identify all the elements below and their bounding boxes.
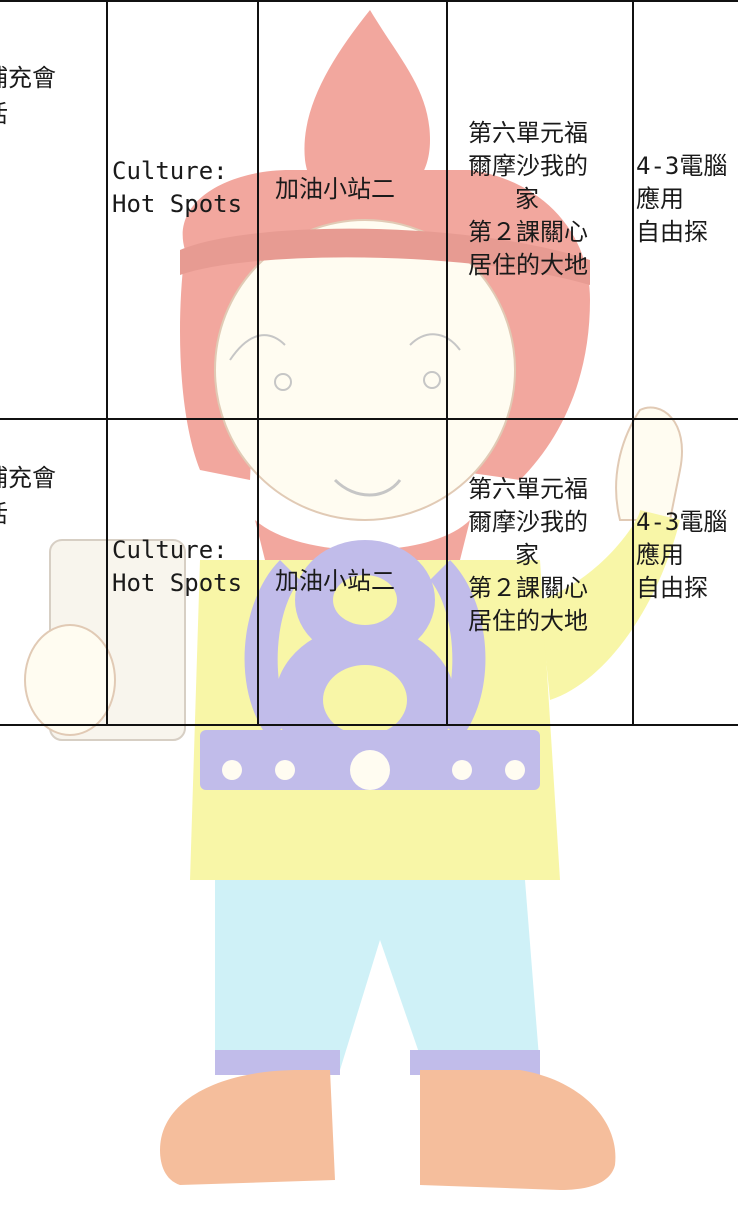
face-shape [214,219,516,521]
left-hand [24,624,116,736]
schedule-table: 補充會 活 Culture: Hot Spots 加油小站二 第六單元福 爾摩沙… [0,0,738,726]
table-cell-chinese: 加油小站二 [275,175,395,203]
right-shoe [420,1070,616,1190]
table-cell-english: Culture: Hot Spots [112,536,243,597]
left-eye [274,373,292,391]
table-cell-activity: 補充會 活 [0,64,56,128]
left-eyebrow [229,334,286,361]
table-cell-activity: 補充會 活 [0,464,56,528]
hat-flame-shape [304,10,430,207]
column-divider [257,0,259,726]
right-arm [540,510,680,700]
table-cell-chinese: 加油小站二 [275,567,395,595]
table-cell-social: 第六單元福 爾摩沙我的 家 第２課關心 居住的大地 [468,119,588,279]
left-shoe [160,1070,335,1185]
pants [215,880,540,1070]
table-cell-computer: 4-3電腦 應用 自由探 [636,508,728,602]
column-divider [106,0,108,726]
table-cell-social: 第六單元福 爾摩沙我的 家 第２課關心 居住的大地 [468,475,588,635]
row-border-bottom [0,724,738,726]
row-border-middle [0,418,738,420]
row-border-top [0,0,738,2]
column-divider [632,0,634,726]
mouth [333,478,402,497]
column-divider [446,0,448,726]
table-cell-computer: 4-3電腦 應用 自由探 [636,152,728,246]
headband [180,228,590,285]
table-cell-english: Culture: Hot Spots [112,157,243,218]
right-eyebrow [409,333,461,351]
right-eye [423,371,441,389]
